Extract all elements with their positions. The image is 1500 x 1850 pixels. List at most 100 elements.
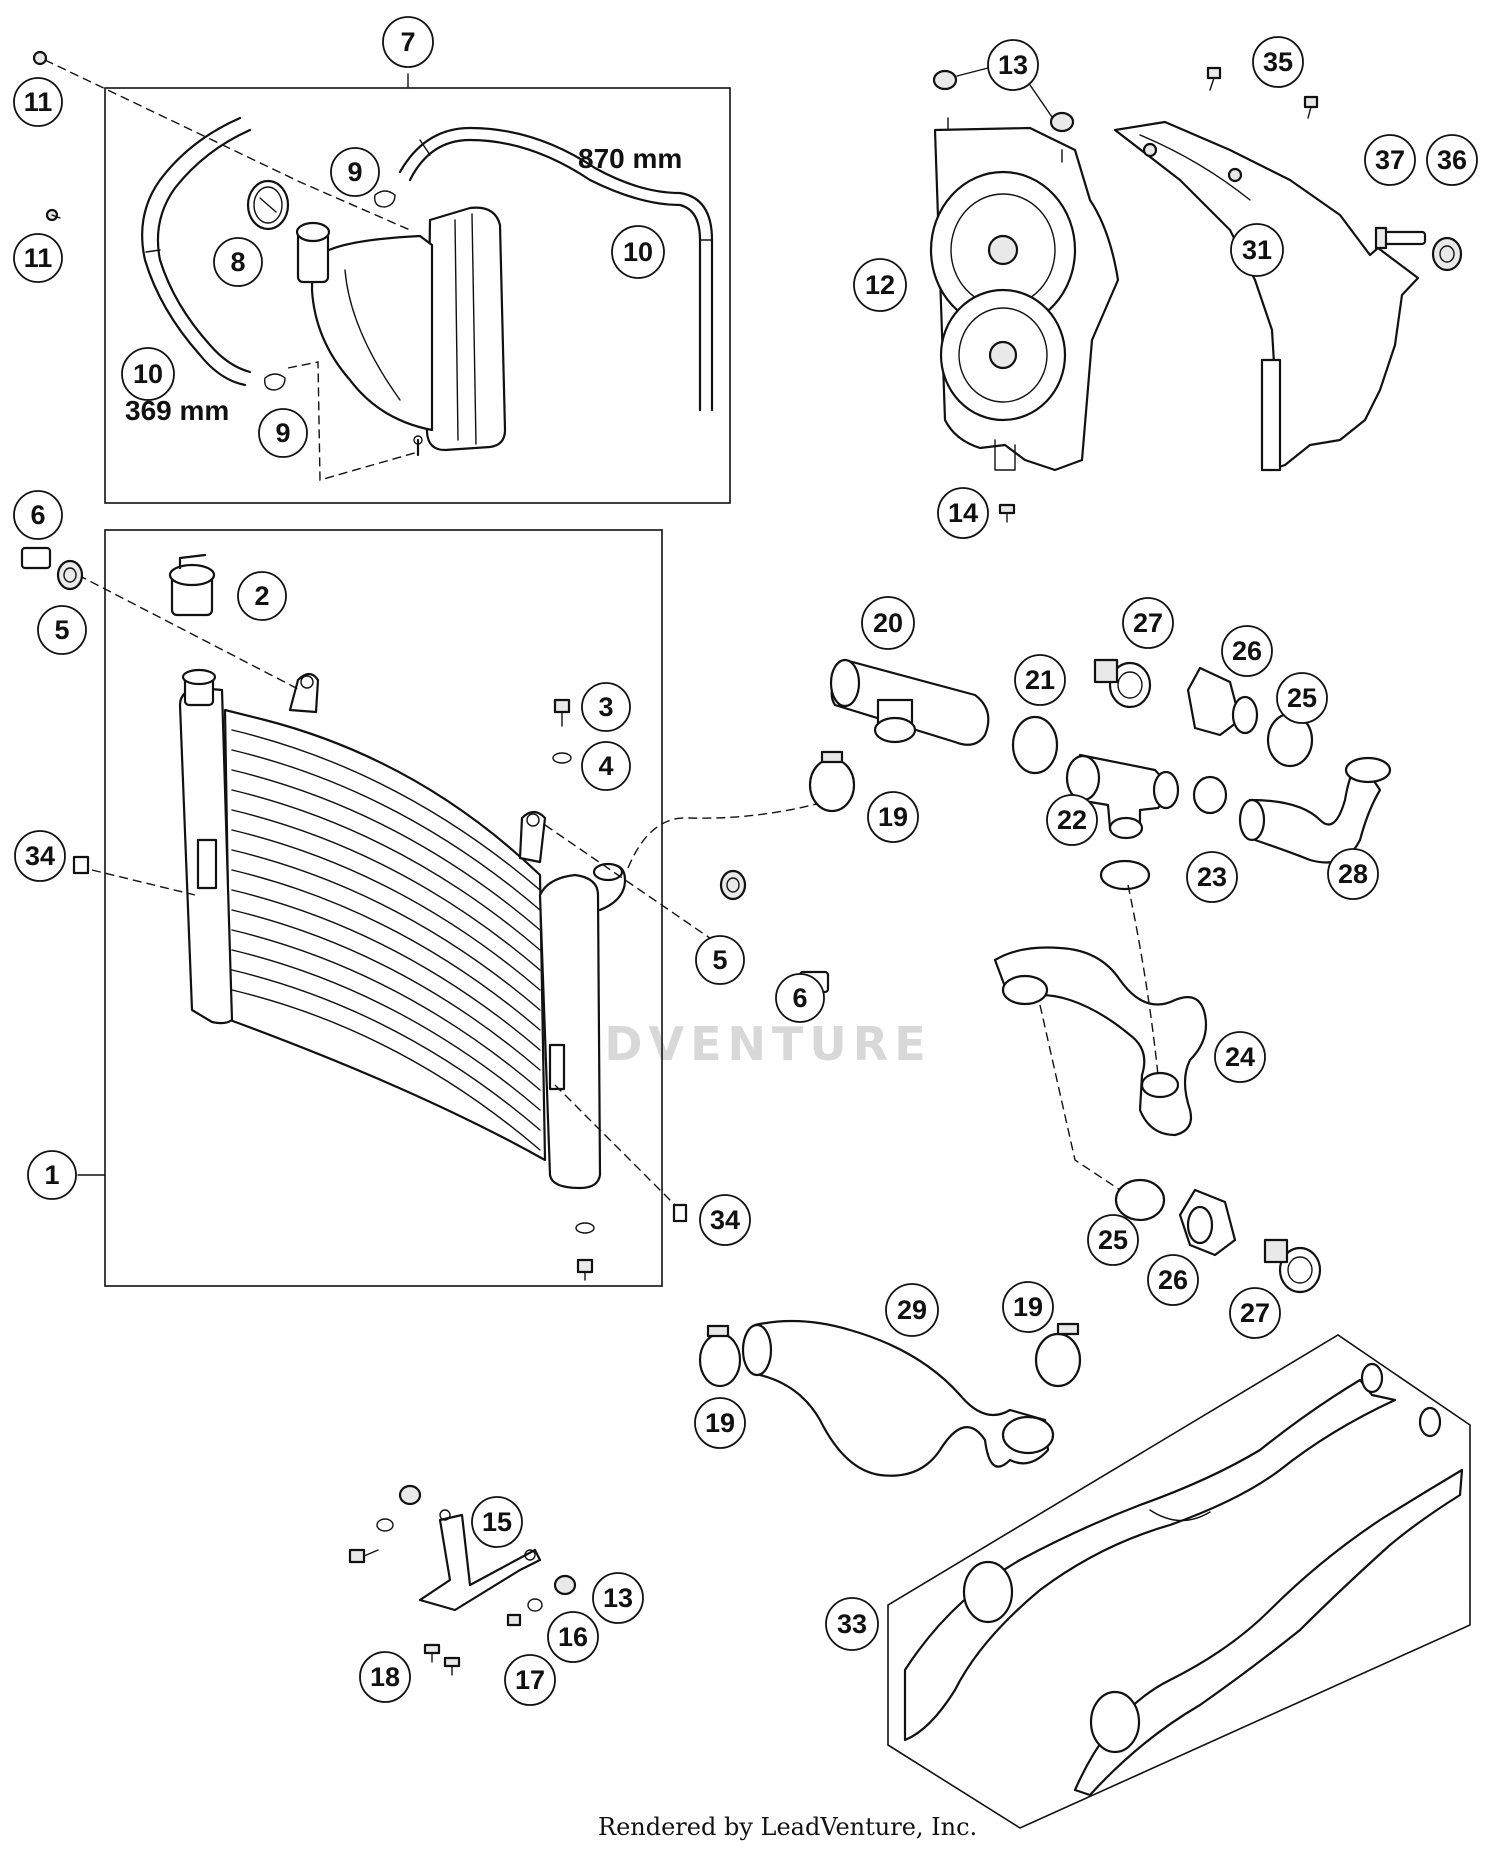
callout-10-left: 10 bbox=[121, 347, 175, 401]
svg-text:16: 16 bbox=[558, 1622, 588, 1652]
callout-13-bottom: 13 bbox=[592, 1572, 644, 1624]
svg-text:5: 5 bbox=[712, 945, 727, 975]
hose-clamp-19-top bbox=[808, 750, 856, 813]
svg-text:10: 10 bbox=[133, 359, 163, 389]
callout-14: 14 bbox=[937, 487, 989, 539]
fan-cover-drawing bbox=[1113, 120, 1420, 472]
callout-24: 24 bbox=[1214, 1031, 1266, 1083]
callout-1: 1 bbox=[27, 1150, 77, 1200]
callout-21: 21 bbox=[1014, 654, 1066, 706]
hose-long-drawing bbox=[398, 126, 714, 412]
fan-shroud-drawing bbox=[929, 117, 1120, 472]
callout-35: 35 bbox=[1252, 36, 1304, 88]
svg-text:29: 29 bbox=[897, 1295, 927, 1325]
expansion-tank-group: 870 mm 369 mm bbox=[44, 59, 731, 504]
svg-text:15: 15 bbox=[482, 1507, 512, 1537]
callout-6-left: 6 bbox=[13, 490, 63, 540]
svg-text:24: 24 bbox=[1225, 1042, 1255, 1072]
svg-text:27: 27 bbox=[1240, 1298, 1270, 1328]
svg-text:31: 31 bbox=[1242, 235, 1272, 265]
callout-5-right: 5 bbox=[695, 935, 745, 985]
callout-33: 33 bbox=[825, 1597, 879, 1651]
svg-text:36: 36 bbox=[1437, 145, 1467, 175]
callout-10-right: 10 bbox=[611, 225, 665, 279]
housing-26-bottom bbox=[1178, 1188, 1237, 1257]
callout-19-mid: 19 bbox=[1002, 1281, 1054, 1333]
callout-37: 37 bbox=[1364, 134, 1416, 186]
callout-16: 16 bbox=[547, 1611, 599, 1663]
svg-text:37: 37 bbox=[1375, 145, 1405, 175]
svg-text:7: 7 bbox=[400, 27, 415, 57]
callout-36: 36 bbox=[1426, 134, 1478, 186]
svg-text:11: 11 bbox=[24, 243, 53, 273]
callout-11-top: 11 bbox=[13, 77, 63, 127]
svg-text:21: 21 bbox=[1025, 665, 1055, 695]
svg-text:13: 13 bbox=[603, 1583, 633, 1613]
clamp-23-bottom bbox=[1099, 859, 1151, 891]
svg-text:2: 2 bbox=[254, 581, 269, 611]
callout-11-bottom: 11 bbox=[13, 233, 63, 283]
svg-text:28: 28 bbox=[1338, 859, 1368, 889]
callout-28: 28 bbox=[1327, 848, 1379, 900]
housing-26-top bbox=[1186, 666, 1259, 737]
callout-9-top: 9 bbox=[330, 147, 380, 197]
hose-clip-upper bbox=[374, 190, 396, 208]
hose-28-drawing bbox=[1238, 756, 1392, 864]
svg-text:9: 9 bbox=[275, 418, 290, 448]
svg-text:19: 19 bbox=[1013, 1292, 1043, 1322]
thermostat-27-bottom bbox=[1263, 1238, 1322, 1294]
svg-text:35: 35 bbox=[1263, 47, 1293, 77]
callout-7: 7 bbox=[382, 16, 434, 68]
svg-text:26: 26 bbox=[1158, 1265, 1188, 1295]
svg-text:1: 1 bbox=[44, 1160, 59, 1190]
screw-11-drawing bbox=[32, 50, 61, 222]
bushing-bolt-left bbox=[20, 546, 84, 591]
callout-29: 29 bbox=[885, 1283, 939, 1337]
hose-clamp-19-bottom-left bbox=[698, 1324, 742, 1388]
svg-text:17: 17 bbox=[515, 1665, 545, 1695]
screw-14-drawing bbox=[998, 503, 1016, 523]
callout-17: 17 bbox=[504, 1654, 556, 1706]
clamp-25-bottom bbox=[1114, 1178, 1166, 1222]
svg-text:12: 12 bbox=[865, 270, 895, 300]
callout-5-left: 5 bbox=[37, 605, 87, 655]
svg-text:19: 19 bbox=[878, 802, 908, 832]
hose-24-drawing bbox=[993, 946, 1208, 1137]
svg-text:26: 26 bbox=[1232, 636, 1262, 666]
svg-text:25: 25 bbox=[1287, 683, 1317, 713]
screw-35-drawing bbox=[1206, 66, 1319, 119]
callout-27-bottom: 27 bbox=[1229, 1287, 1281, 1339]
air-duct-group bbox=[887, 1334, 1471, 1829]
svg-text:4: 4 bbox=[598, 751, 613, 781]
callout-23: 23 bbox=[1186, 851, 1238, 903]
svg-text:11: 11 bbox=[24, 87, 53, 117]
small-hardware-drawing bbox=[348, 1484, 577, 1676]
svg-text:34: 34 bbox=[25, 841, 55, 871]
clamp-21-drawing bbox=[1011, 715, 1059, 775]
svg-text:18: 18 bbox=[370, 1662, 400, 1692]
hose-20-drawing bbox=[829, 658, 990, 746]
callout-22: 22 bbox=[1046, 794, 1098, 846]
svg-text:10: 10 bbox=[623, 237, 653, 267]
svg-text:27: 27 bbox=[1133, 608, 1163, 638]
callout-12: 12 bbox=[853, 258, 907, 312]
hose-clamp-19-bottom-right bbox=[1034, 1322, 1082, 1388]
callout-34-right: 34 bbox=[699, 1194, 751, 1246]
callout-8: 8 bbox=[213, 237, 263, 287]
callout-4: 4 bbox=[581, 741, 631, 791]
hose-long-measurement: 870 mm bbox=[578, 143, 682, 174]
svg-text:20: 20 bbox=[873, 608, 903, 638]
thermostat-27-top bbox=[1093, 658, 1152, 709]
callout-25-bottom: 25 bbox=[1087, 1214, 1139, 1266]
svg-text:33: 33 bbox=[837, 1609, 867, 1639]
callout-6-right: 6 bbox=[775, 973, 825, 1023]
svg-text:6: 6 bbox=[792, 983, 807, 1013]
tank-cap-drawing bbox=[246, 179, 290, 231]
svg-text:6: 6 bbox=[30, 500, 45, 530]
callout-13-top: 13 bbox=[987, 39, 1039, 91]
callout-25-top: 25 bbox=[1276, 672, 1328, 724]
callout-15: 15 bbox=[471, 1496, 523, 1548]
spring-nut-left bbox=[72, 855, 90, 875]
callout-31: 31 bbox=[1230, 223, 1284, 277]
